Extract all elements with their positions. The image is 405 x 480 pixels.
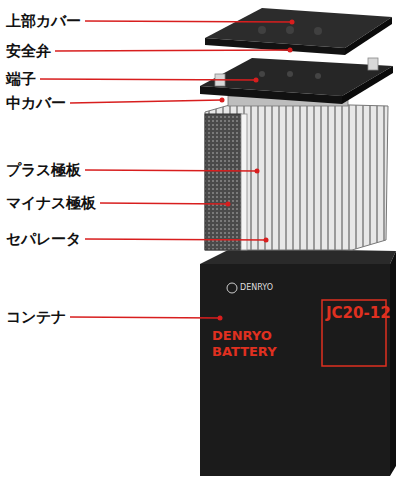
part-label: セパレータ	[6, 230, 81, 248]
part-label: マイナス極板	[6, 194, 96, 212]
model-text: JC20-12	[326, 304, 391, 322]
container-drawing	[200, 248, 396, 476]
leader-dot	[290, 20, 295, 25]
leader-line	[55, 50, 290, 51]
leader-dot	[218, 316, 223, 321]
part-label: プラス極板	[6, 161, 81, 179]
leader-line	[85, 21, 292, 22]
leader-line	[85, 170, 257, 171]
brand-text: DENRYO BATTERY	[212, 328, 284, 359]
part-label: コンテナ	[6, 308, 66, 326]
top-cover-drawing	[205, 8, 392, 55]
leader-line	[40, 79, 256, 80]
leader-dot	[255, 169, 260, 174]
leader-line	[100, 203, 228, 204]
part-label: 安全弁	[6, 42, 51, 60]
part-label: 中カバー	[6, 94, 66, 112]
leader-line	[70, 317, 220, 318]
leader-dot	[220, 98, 225, 103]
plates-drawing	[205, 96, 388, 250]
brand-text: DENRYO	[240, 283, 273, 293]
leader-dot	[226, 202, 231, 207]
leader-line	[70, 100, 222, 103]
leader-line	[85, 239, 266, 240]
part-label: 上部カバー	[6, 12, 81, 30]
part-label: 端子	[6, 70, 36, 88]
middle-cover-drawing	[200, 58, 393, 104]
leader-dot	[254, 78, 259, 83]
leader-dot	[264, 238, 269, 243]
leader-dot	[288, 48, 293, 53]
